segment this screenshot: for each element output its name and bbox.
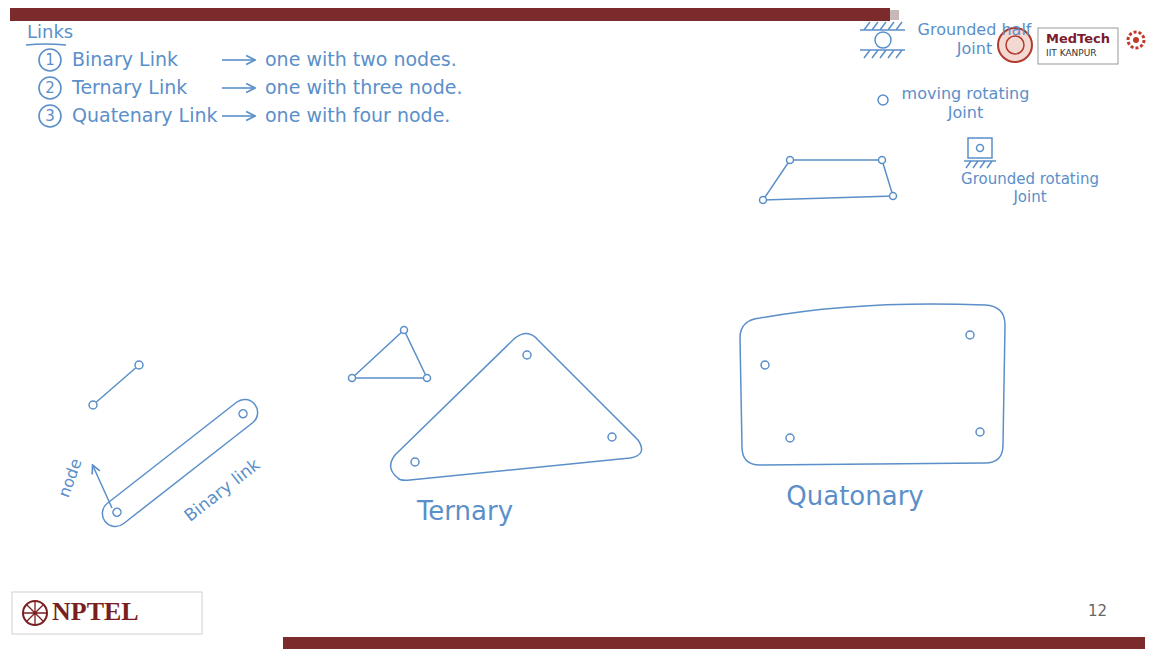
small-quaternary-link (760, 197, 767, 204)
list-number: 3 (45, 107, 55, 125)
part-label: Ternary (417, 496, 513, 527)
grounded-half-joint-symbol (864, 50, 902, 58)
moving-rotating-joint-symbol (878, 95, 888, 105)
small-quaternary-link (763, 160, 893, 200)
slide-bars (890, 10, 899, 20)
list-arrows (222, 59, 254, 61)
list-arrows (222, 115, 254, 117)
title-underline (26, 44, 66, 45)
node-pointer (93, 466, 112, 508)
small-binary-link (93, 365, 139, 405)
small-ternary-link (352, 330, 427, 378)
quaternary-link-drawing (761, 361, 769, 369)
medtech-logo (1038, 28, 1118, 64)
list-number: 1 (45, 51, 55, 69)
ternary-link-drawing (411, 458, 419, 466)
small-quaternary-link (879, 157, 886, 164)
quaternary-link-drawing (786, 434, 794, 442)
small-quaternary-link (787, 157, 794, 164)
ternary-link-drawing (391, 333, 642, 480)
logo-text: IIT KANPUR (1046, 48, 1097, 59)
link-definition: one with two nodes. (265, 48, 457, 71)
link-definition: one with three node. (265, 76, 463, 99)
number-circles (39, 49, 61, 127)
quaternary-link-drawing (740, 304, 1005, 465)
small-binary-link (135, 361, 143, 369)
node-pointer (93, 466, 112, 508)
binary-link-drawing (97, 394, 263, 531)
grounded-rotating-joint-symbol (968, 138, 992, 158)
number-circles (39, 105, 61, 127)
medtech-logo (1128, 32, 1144, 48)
nptel-logo (12, 592, 202, 634)
small-ternary-link (349, 375, 356, 382)
ternary-link-drawing (391, 333, 642, 480)
binary-link-drawing (237, 408, 248, 419)
ternary-link-drawing (523, 351, 531, 359)
list-arrows (222, 60, 254, 116)
binary-link-drawing (97, 394, 263, 531)
grounded-half-joint-symbol (860, 29, 905, 31)
title-underline (26, 44, 66, 45)
medtech-logo (1133, 37, 1139, 43)
small-binary-link (89, 361, 143, 409)
small-quaternary-link (890, 193, 897, 200)
part-label: node (54, 456, 86, 500)
link-type: Quatenary Link (72, 104, 217, 127)
list-number: 2 (45, 79, 55, 97)
part-label: Binary link (180, 454, 264, 526)
logo-text: MedTech (1046, 31, 1110, 47)
grounded-rotating-joint-symbol (977, 145, 984, 152)
ternary-link-drawing (608, 433, 616, 441)
slide-bars (10, 8, 1145, 649)
grounded-rotating-joint-symbol (964, 138, 996, 168)
link-definition: one with four node. (265, 104, 450, 127)
moving-rotating-joint-symbol (878, 95, 888, 105)
slide-bars (283, 637, 1145, 649)
grounded-half-joint-symbol (860, 49, 905, 51)
nptel-logo (23, 601, 47, 625)
binary-link-drawing (111, 507, 122, 518)
quaternary-link-drawing (740, 304, 1005, 465)
small-quaternary-link (760, 157, 897, 204)
small-ternary-link (424, 375, 431, 382)
grounded-half-joint-symbol (860, 22, 905, 58)
nptel-logo (12, 592, 202, 634)
symbol-label: moving rotating Joint (898, 84, 1033, 122)
symbol-label: Grounded half Joint (912, 20, 1037, 58)
nptel-logo (23, 601, 47, 625)
list-arrows (222, 87, 254, 89)
grounded-rotating-joint-symbol (966, 161, 992, 168)
slide-title: Links (27, 21, 73, 43)
grounded-half-joint-symbol (864, 22, 902, 30)
grounded-half-joint-symbol (875, 32, 891, 48)
link-type: Ternary Link (72, 76, 187, 99)
small-binary-link (89, 401, 97, 409)
number-circles (39, 77, 61, 99)
slide-bars (10, 8, 890, 21)
page-number: 12 (1088, 602, 1107, 620)
number-circles (39, 49, 61, 71)
part-label: Quatonary (786, 481, 923, 512)
quaternary-link-drawing (976, 428, 984, 436)
link-type: Binary Link (72, 48, 178, 71)
logo-text: NPTEL (52, 596, 139, 627)
symbol-label: Grounded rotating Joint (955, 170, 1105, 206)
quaternary-link-drawing (966, 331, 974, 339)
small-ternary-link (349, 327, 431, 382)
small-ternary-link (401, 327, 408, 334)
